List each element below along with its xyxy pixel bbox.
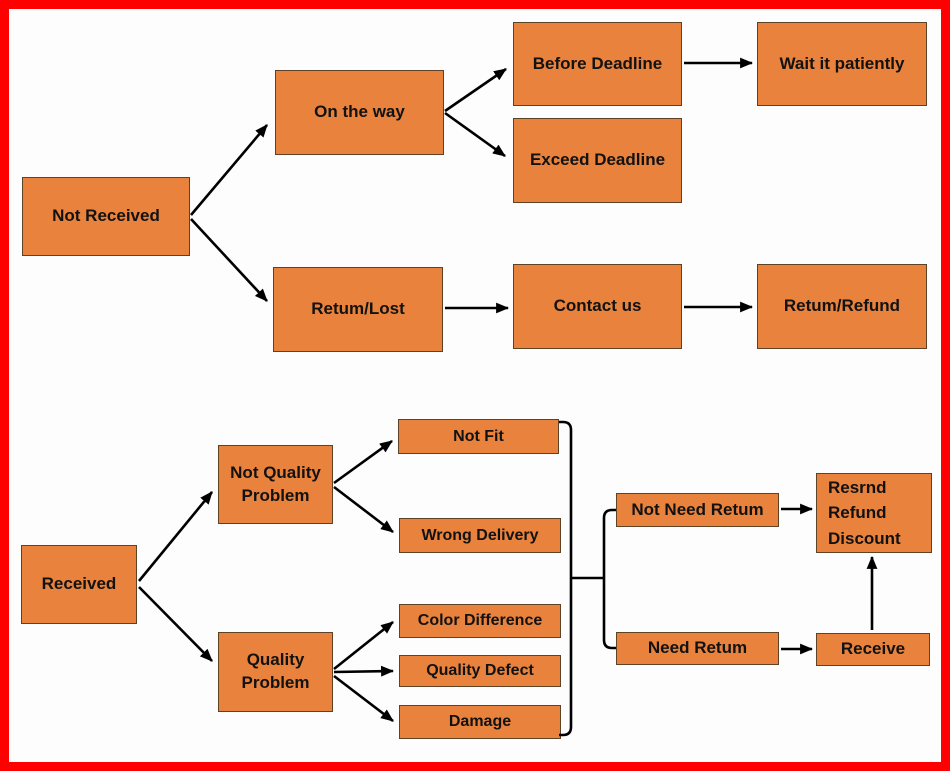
arrow-quality-problem-to-color-difference [333,620,394,671]
node-exceed-deadline: Exceed Deadline [513,118,682,203]
arrow-received-to-quality-problem [138,586,213,662]
node-resrnd-refund-discount: Resrnd Refund Discount [816,473,932,553]
node-not-received: Not Received [22,177,190,256]
bracket-outcomes-collector [559,420,604,737]
node-color-difference: Color Difference [399,604,561,638]
node-quality-defect: Quality Defect [399,655,561,687]
node-not-quality-problem: Not Quality Problem [218,445,333,524]
arrow-quality-problem-to-damage [333,674,394,723]
arrow-not-received-to-retum-lost [190,218,268,302]
arrow-on-the-way-to-before-deadline [444,67,507,113]
node-on-the-way: On the way [275,70,444,155]
node-damage: Damage [399,705,561,739]
arrow-not-quality-problem-to-not-fit [333,439,393,485]
connector-layer [137,57,878,737]
node-quality-problem: Quality Problem [218,632,333,712]
arrow-not-received-to-on-the-way [190,124,268,216]
arrow-received-to-not-quality-problem [137,491,214,582]
node-received: Received [21,545,137,624]
arrow-quality-problem-to-quality-defect [333,665,395,677]
node-not-need-retum: Not Need Retum [616,493,779,527]
node-receive: Receive [816,633,930,666]
node-retum-refund: Retum/Refund [757,264,927,349]
node-wrong-delivery: Wrong Delivery [399,518,561,553]
arrow-not-quality-problem-to-wrong-delivery [333,485,394,534]
node-wait-it-patiently: Wait it patiently [757,22,927,106]
bracket-retum-options [602,508,616,650]
node-retum-lost: Retum/Lost [273,267,443,352]
arrow-on-the-way-to-exceed-deadline [444,111,506,158]
node-need-retum: Need Retum [616,632,779,665]
node-not-fit: Not Fit [398,419,559,454]
node-before-deadline: Before Deadline [513,22,682,106]
node-contact-us: Contact us [513,264,682,349]
